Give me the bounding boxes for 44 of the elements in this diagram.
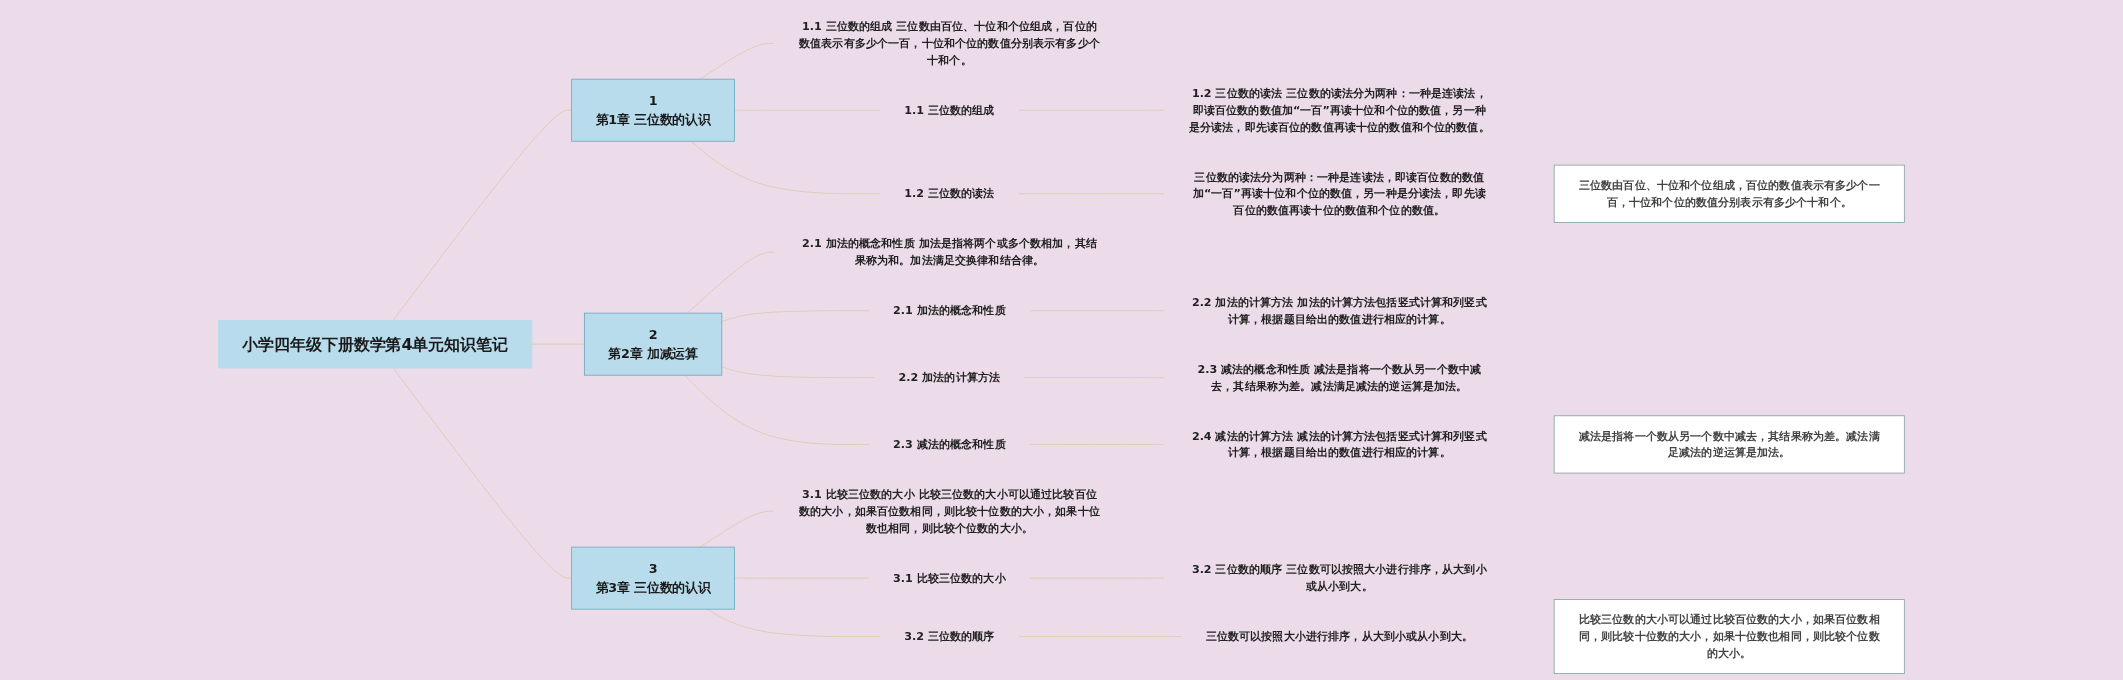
connector: [734, 109, 881, 111]
connector: [1018, 193, 1165, 195]
node-text: 1.2 三位数的读法: [904, 187, 995, 200]
connector: [1018, 109, 1165, 111]
connector: [1018, 636, 1183, 637]
connector: [687, 251, 775, 314]
node-box: 小学四年级下册数学第4单元知识笔记: [218, 319, 533, 369]
node-text: 1.1 三位数的组成: [904, 103, 995, 117]
connector: [706, 608, 881, 637]
node-text: 2.1 加法的概念和性质: [893, 303, 1006, 317]
connector: [1023, 377, 1165, 378]
node-text: 3.2 三位数的顺序: [904, 629, 995, 643]
node-box: 3 第3章 三位数的认识: [571, 546, 736, 610]
node-text: 2.2 加法的计算方法: [898, 370, 1001, 384]
node-text: 1.2 三位数的读法 三位数的读法分为两种：一种是连读法，即读百位数的数值加“一百”再读十位和个位的数值，另一种是分读法，即先读百位的数值再读十位的数值和个位的数值。: [1189, 86, 1490, 133]
node-text: 2.3 减法的概念和性质 减法是指将一个数从另一个数中减去，其结果称为差。减法满足减法的逆运算是加法。: [1197, 362, 1482, 392]
node-text: 1.1 三位数的组成 三位数由百位、十位和个位组成，百位的数值表示有多少个一百，十位和个位的数值分别表示有多少个十和个。: [799, 19, 1100, 67]
node-text: 2.4 减法的计算方法 减法的计算方法包括竖式计算和列竖式计算，根据题目给出的数值进行相应的计算。: [1192, 429, 1487, 459]
connector: [699, 42, 775, 80]
connector: [531, 343, 585, 345]
connector: [699, 510, 775, 548]
connector: [721, 310, 870, 322]
node-box: 1 第1章 三位数的认识: [571, 78, 736, 142]
connector: [734, 577, 870, 579]
node-text: 3.1 比较三位数的大小 比较三位数的大小可以通过比较百位数的大小，如果百位数相同，则比较十位数的大小，如果十位数也相同，则比较个位数的大小。: [799, 487, 1100, 534]
node-box: 三位数由百位、十位和个位组成，百位的数值表示有多少个一百，十位和个位的数值分别表示有多少个十和个。: [1553, 164, 1905, 223]
node-text: 三位数可以按照大小进行排序，从大到小或从小到大。: [1205, 629, 1474, 643]
node-box: 比较三位数的大小可以通过比较百位数的大小，如果百位数相同，则比较十位数的大小，如果十位数也相同，则比较个位数的大小。: [1553, 599, 1905, 674]
node-text: 2.1 加法的概念和性质 加法是指将两个或多个数相加，其结果称为和。加法满足交换律和结合律。: [802, 237, 1097, 267]
connector: [1029, 310, 1165, 312]
node-text: 3.2 三位数的顺序 三位数可以按照大小进行排序，从大到小或从小到大。: [1192, 563, 1487, 593]
node-box: 减法是指将一个数从另一个数中减去，其结果称为差。减法满足减法的逆运算是加法。: [1553, 415, 1905, 474]
connector: [690, 140, 881, 195]
node-text: 三位数的读法分为两种：一种是连读法，即读百位数的数值加“一百”再读十位和个位的数值，另一种是分读法，即先读百位的数值再读十位的数值和个位的数值。: [1192, 170, 1487, 217]
connector: [1029, 577, 1165, 579]
connector: [392, 367, 573, 579]
node-text: 2.3 减法的概念和性质: [893, 437, 1006, 451]
connector: [721, 366, 876, 378]
node-text: 2.2 加法的计算方法 加法的计算方法包括竖式计算和列竖式计算，根据题目给出的数值进行相应的计算。: [1192, 295, 1487, 326]
node-text: 3.1 比较三位数的大小: [893, 571, 1006, 585]
connector: [684, 374, 870, 445]
node-box: 2 第2章 加减运算: [584, 312, 723, 376]
connector: [392, 109, 573, 321]
connector: [1029, 444, 1165, 445]
